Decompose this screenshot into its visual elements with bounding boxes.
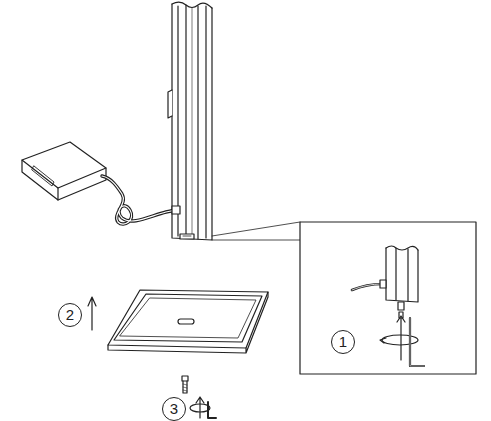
lift-arrow (88, 297, 96, 330)
callout-number: 1 (331, 330, 355, 354)
callout-number: 2 (58, 303, 82, 327)
screw (182, 376, 188, 393)
base-plate (108, 290, 268, 353)
detail-inset (300, 222, 476, 374)
callout-number: 3 (162, 397, 186, 421)
power-adapter (22, 142, 180, 224)
rotation-arrow (190, 397, 216, 418)
column (168, 2, 212, 240)
